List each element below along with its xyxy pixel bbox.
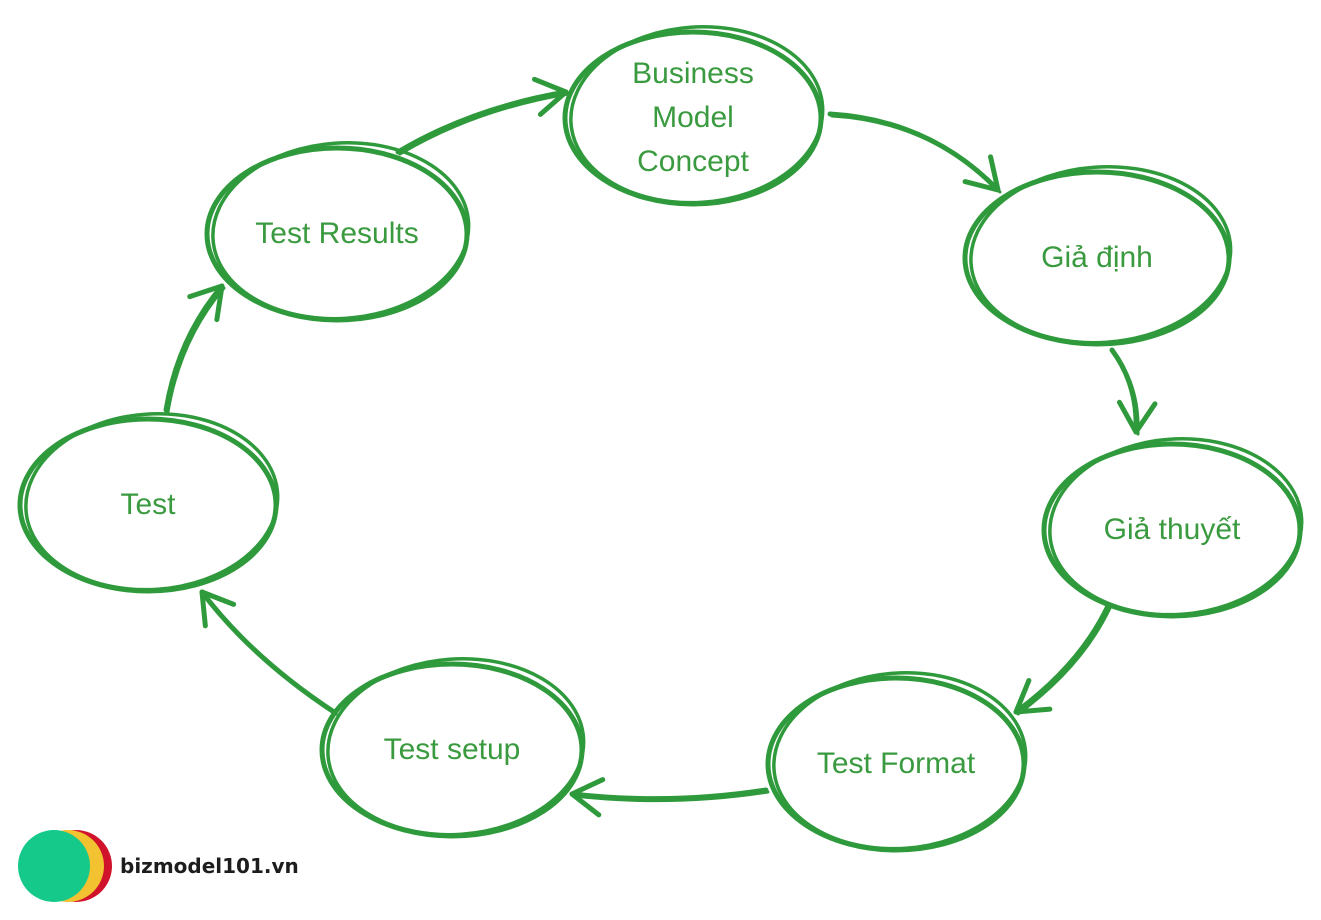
gia-dinh-ellipse-stroke (969, 165, 1233, 345)
gia-thuyet-label-line: Giả thuyết (1103, 513, 1241, 546)
arrow-shaft (163, 283, 225, 413)
arrow-shaft (166, 286, 226, 414)
business-model-concept-node (562, 25, 825, 207)
test-label: Test (120, 483, 175, 527)
arrow-test-setup-to-test (199, 589, 338, 716)
arrow-shaft (202, 592, 338, 716)
arrow-test-results-to-business-model-concept (395, 76, 570, 156)
arrow-shaft (830, 114, 1002, 194)
test-results-node (204, 141, 471, 323)
arrow-head (1116, 399, 1158, 435)
arrow-head (187, 283, 225, 323)
gia-dinh-label: Giả định (1041, 236, 1153, 280)
test-setup-ellipse-stroke (326, 657, 586, 837)
arrow-head (199, 589, 237, 629)
arrow-head (962, 154, 1001, 193)
test-format-label-line: Test Format (816, 747, 976, 780)
arrow-shaft (199, 589, 337, 715)
gia-dinh-node (962, 165, 1233, 347)
arrow-head (531, 76, 569, 117)
arrow-shaft (569, 787, 769, 802)
test-setup-node (319, 657, 586, 839)
arrow-shaft (398, 92, 570, 156)
gia-dinh-label-line: Giả định (1041, 241, 1153, 274)
arrow-gia-thuyet-to-test-format (1013, 603, 1112, 716)
arrow-head (1013, 678, 1053, 715)
test-ellipse-stroke (24, 412, 280, 592)
business-model-concept-ellipse-stroke (569, 25, 825, 205)
arrow-test-format-to-test-setup (569, 777, 770, 818)
arrow-shaft (1013, 603, 1111, 715)
logo-green-circle (18, 830, 90, 902)
arrow-gia-dinh-to-gia-thuyet (1109, 347, 1158, 436)
test-setup-label-line: Test setup (383, 733, 521, 766)
arrow-shaft (1016, 606, 1112, 716)
test-setup-label: Test setup (384, 728, 521, 772)
ellipses-layer (17, 25, 1304, 853)
brand-logo (18, 830, 112, 902)
arrow-business-model-concept-to-gia-dinh (827, 111, 1002, 194)
test-results-label-line: Test Results (255, 217, 419, 250)
brand-text: bizmodel101.vn (120, 854, 299, 878)
test-format-label: Test Format (817, 742, 975, 786)
gia-thuyet-ellipse-stroke (1048, 437, 1304, 617)
arrow-shaft (395, 89, 569, 155)
arrow-test-to-test-results (163, 283, 226, 414)
arrow-head (569, 777, 606, 818)
gia-thuyet-label: Giả thuyết (1104, 508, 1241, 552)
business-model-concept-label-line: Model (652, 101, 734, 134)
brand: bizmodel101.vn (18, 830, 299, 902)
test-results-label: Test Results (255, 212, 418, 256)
test-format-node (765, 671, 1028, 853)
arrows-layer (163, 76, 1158, 818)
test-label-line: Test (120, 488, 176, 521)
arrow-shaft (572, 790, 770, 803)
test-format-ellipse-stroke (772, 671, 1028, 851)
gia-thuyet-node (1041, 437, 1304, 619)
test-node (17, 412, 280, 594)
business-model-concept-label-line: Business (632, 57, 754, 90)
test-results-ellipse-stroke (211, 141, 471, 321)
arrow-shaft (827, 111, 1001, 193)
business-model-concept-label-line: Concept (637, 145, 749, 178)
